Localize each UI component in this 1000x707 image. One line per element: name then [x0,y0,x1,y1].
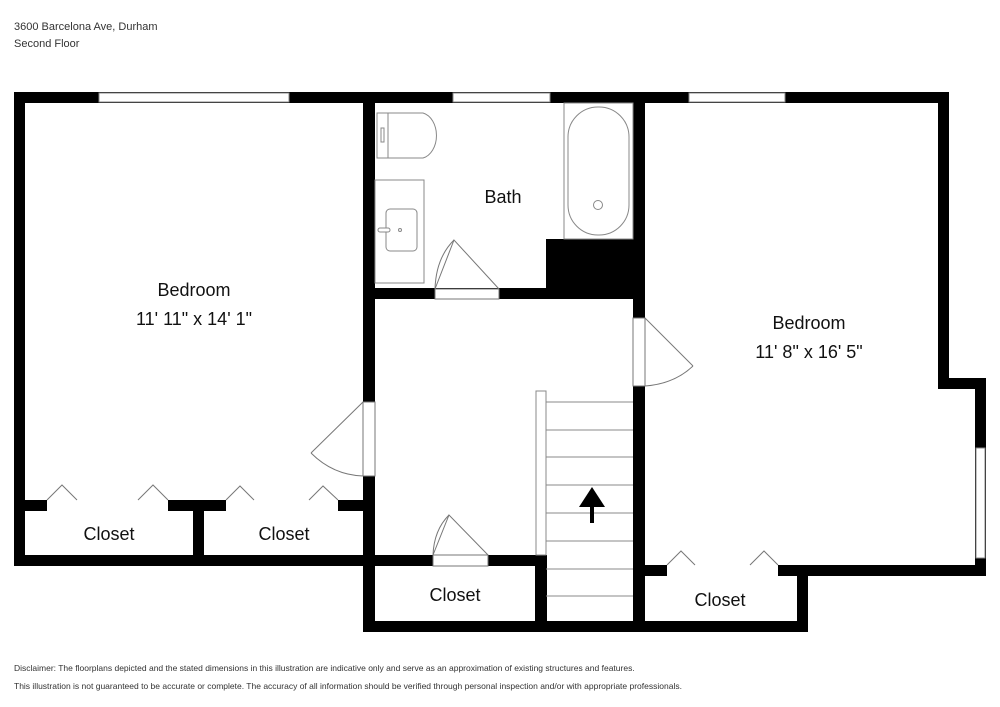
room-label-closet-left-1: Closet [83,520,134,549]
room-label-bedroom-right: Bedroom 11' 8" x 16' 5" [755,309,862,367]
room-label-closet-hall: Closet [429,581,480,610]
room-label-closet-right: Closet [694,586,745,615]
arrow-up-icon [579,487,605,523]
fixtures [374,102,634,284]
room-label-bedroom-left: Bedroom 11' 11" x 14' 1" [136,276,252,334]
room-name: Closet [83,524,135,544]
room-name: Closet [694,590,746,610]
room-dimensions: 11' 11" x 14' 1" [135,308,253,329]
windows [98,92,986,559]
property-address: 3600 Barcelona Ave, Durham [14,21,158,33]
room-label-bath: Bath [484,183,521,212]
bifold-doors [46,484,779,566]
room-name: Closet [429,585,481,605]
room-name: Bath [484,187,522,207]
room-dimensions: 11' 8" x 16' 5" [755,341,863,362]
room-name: Closet [258,524,310,544]
room-name: Bedroom [157,280,231,300]
room-label-closet-left-2: Closet [258,520,309,549]
disclaimer-line-2: This illustration is not guaranteed to b… [14,681,682,691]
disclaimer-line-1: Disclaimer: The floorplans depicted and … [14,663,635,673]
floor-name: Second Floor [14,38,80,50]
room-name: Bedroom [772,313,846,333]
staircase [535,390,633,597]
doors [310,239,694,567]
